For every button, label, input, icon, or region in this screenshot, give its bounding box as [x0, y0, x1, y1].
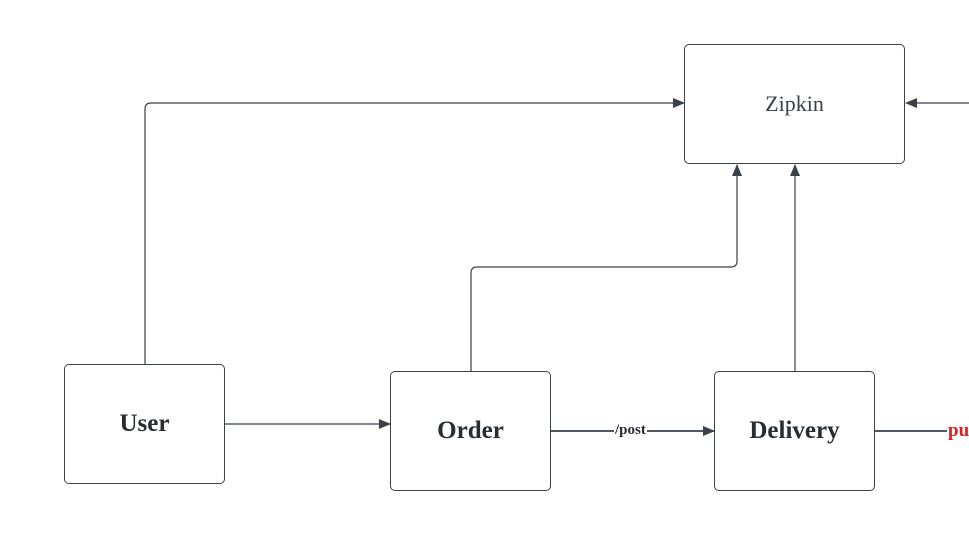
edge-order-zipkin: [470, 164, 742, 371]
user-label: User: [119, 410, 170, 437]
delivery-label: Delivery: [749, 417, 840, 444]
delivery-node[interactable]: Delivery: [714, 371, 875, 491]
order-node[interactable]: Order: [390, 371, 551, 491]
edge-user-zipkin: [144, 98, 685, 364]
edge-label-pu: pu: [947, 420, 969, 441]
zipkin-node[interactable]: Zipkin: [684, 44, 905, 164]
user-node[interactable]: User: [64, 364, 225, 484]
zipkin-label: Zipkin: [765, 91, 824, 116]
order-label: Order: [437, 417, 504, 444]
edge-label-post: /post: [614, 422, 647, 438]
